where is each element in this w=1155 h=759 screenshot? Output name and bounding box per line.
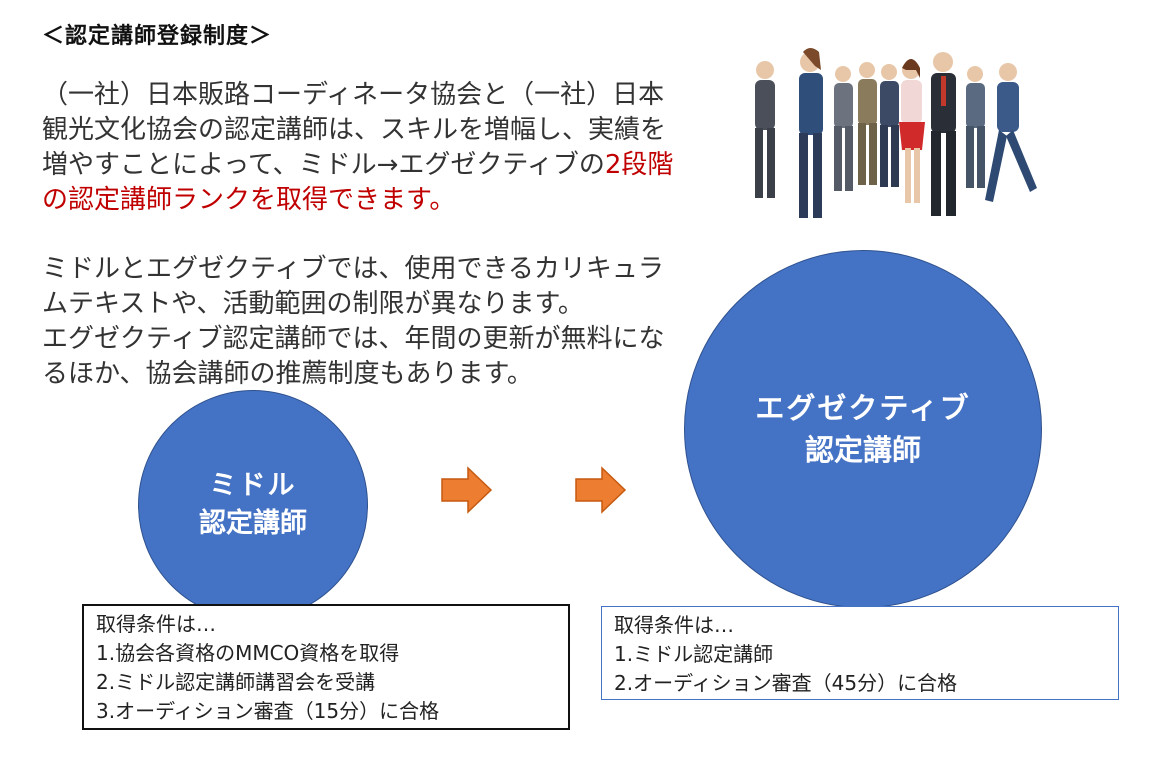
business-people-illustration [755, 48, 1037, 218]
intro-highlight: 2段階の認定講師ランクを取得できます。 [42, 150, 674, 215]
middle-sublabel: 認定講師 [199, 508, 307, 539]
person-5 [880, 64, 899, 187]
intro-paragraph-2: ミドルとエグゼクティブでは、使用できるカリキュラムテキストや、活動範囲の制限が異… [42, 254, 664, 319]
executive-sublabel: 認定講師 [804, 433, 921, 467]
person-8 [966, 66, 985, 188]
person-4 [858, 62, 877, 185]
page-heading: ＜認定講師登録制度＞ [42, 24, 273, 49]
person-7 [931, 52, 956, 216]
executive-conditions-box: 取得条件は… 1.ミドル認定講師 2.オーディション審査（45分）に合格 [601, 606, 1119, 700]
intro-text: （一社）日本販路コーディネータ協会と（一社）日本観光文化協会の認定講師は、スキル… [42, 78, 682, 392]
conditions-title: 取得条件は… [614, 613, 734, 637]
person-3 [834, 66, 853, 191]
executive-instructor-circle: エグゼクティブ 認定講師 [684, 250, 1042, 608]
person-2 [799, 48, 823, 218]
condition-item: 3.オーディション審査（15分）に合格 [96, 699, 440, 723]
executive-label: エグゼクティブ [755, 391, 971, 425]
intro-paragraph-1: （一社）日本販路コーディネータ協会と（一社）日本観光文化協会の認定講師は、スキル… [42, 80, 674, 215]
middle-instructor-circle: ミドル 認定講師 [138, 390, 368, 620]
middle-label: ミドル [209, 470, 297, 501]
condition-item: 1.ミドル認定講師 [614, 642, 774, 666]
condition-item: 1.協会各資格のMMCO資格を取得 [96, 641, 400, 665]
conditions-title: 取得条件は… [96, 612, 216, 636]
intro-paragraph-3: エグゼクティブ認定講師では、年間の更新が無料になるほか、協会講師の推薦制度もあり… [42, 324, 665, 389]
person-1 [755, 61, 775, 198]
person-6 [899, 59, 925, 203]
right-arrow-icon [441, 466, 493, 514]
middle-conditions-box: 取得条件は… 1.協会各資格のMMCO資格を取得 2.ミドル認定講師講習会を受講… [82, 604, 570, 730]
condition-item: 2.ミドル認定講師講習会を受講 [96, 670, 376, 694]
condition-item: 2.オーディション審査（45分）に合格 [614, 671, 958, 695]
person-9 [985, 63, 1037, 202]
right-arrow-icon [575, 466, 627, 514]
